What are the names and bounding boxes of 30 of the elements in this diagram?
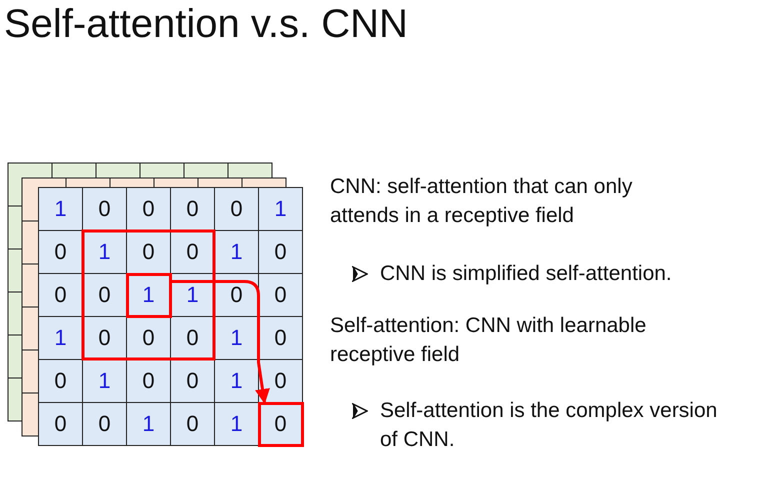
grid-cell: 1: [126, 402, 171, 446]
arrow: [170, 280, 270, 404]
bullet-text: Self-attention is the complex version of CNN.: [380, 398, 718, 453]
description-text: CNN: self-attention that can only attends in a receptive field: [330, 174, 634, 229]
grid-cell: 1: [214, 359, 259, 403]
grid-cell: 0: [126, 359, 171, 403]
grid-cell: 1: [38, 316, 83, 360]
grid-cell: 0: [170, 187, 215, 231]
grid-cell: 0: [170, 316, 215, 360]
grid-cell: 0: [38, 402, 83, 446]
grid-cell: 0: [258, 273, 303, 317]
grid-cell: 0: [214, 187, 259, 231]
grid-cell: 0: [170, 402, 215, 446]
grid-cell: 1: [38, 187, 83, 231]
grid-cell: 0: [38, 359, 83, 403]
grid-cell: 0: [82, 402, 127, 446]
grid-cell: 1: [82, 359, 127, 403]
grid-cell: 0: [258, 230, 303, 274]
grid-cell: 0: [258, 316, 303, 360]
grid-cell: 0: [82, 187, 127, 231]
grid-cell: 1: [214, 230, 259, 274]
bullet-text: CNN is simplified self-attention.: [380, 261, 673, 287]
description-text: Self-attention: CNN with learnable receptive field: [330, 313, 648, 368]
title: Self-attention v.s. CNN: [4, 2, 408, 47]
grid-cell: 0: [38, 230, 83, 274]
grid-cell: 1: [258, 187, 303, 231]
grid-cell: 0: [126, 187, 171, 231]
grid-cell: 0: [170, 359, 215, 403]
grid-cell: 1: [214, 402, 259, 446]
grid-cell: 0: [38, 273, 83, 317]
